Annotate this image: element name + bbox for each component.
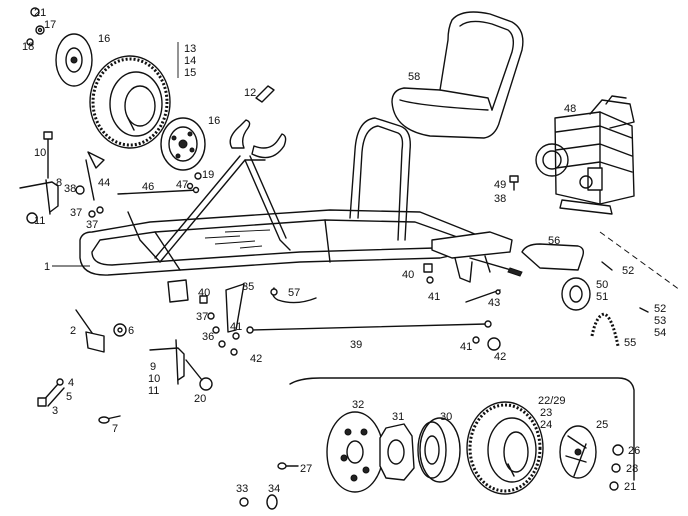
callout-50: 50 — [596, 279, 608, 291]
callout-49: 49 — [494, 179, 506, 191]
callout-35: 35 — [242, 281, 254, 293]
callout-43: 43 — [488, 297, 500, 309]
callout-13: 13 — [184, 43, 196, 55]
callout-18: 18 — [22, 41, 34, 53]
callout-36: 36 — [202, 331, 214, 343]
callout-38b: 38 — [494, 193, 506, 205]
callout-4: 4 — [68, 377, 74, 389]
callout-48: 48 — [564, 103, 576, 115]
callout-21a: 21 — [34, 7, 46, 19]
callout-54: 54 — [654, 327, 666, 339]
callout-28: 28 — [626, 463, 638, 475]
callout-52b: 52 — [654, 303, 666, 315]
callout-57: 57 — [288, 287, 300, 299]
callout-30: 30 — [440, 411, 452, 423]
callout-47: 47 — [176, 179, 188, 191]
callout-42b: 42 — [494, 351, 506, 363]
callout-46: 46 — [142, 181, 154, 193]
callout-52a: 52 — [622, 265, 634, 277]
callout-2: 2 — [70, 325, 76, 337]
callout-56: 56 — [548, 235, 560, 247]
callout-12: 12 — [244, 87, 256, 99]
callout-37a: 37 — [70, 207, 82, 219]
callout-26: 26 — [628, 445, 640, 457]
callout-37c: 37 — [196, 311, 208, 323]
callout-33: 33 — [236, 483, 248, 495]
callout-39: 39 — [350, 339, 362, 351]
callout-6: 6 — [128, 325, 134, 337]
callout-58: 58 — [408, 71, 420, 83]
callout-20: 20 — [194, 393, 206, 405]
center-small-parts — [199, 175, 519, 356]
callout-22-29: 22/29 — [538, 395, 566, 407]
kart-frame — [52, 117, 523, 303]
callout-10b: 10 — [148, 373, 160, 385]
callout-41b: 41 — [428, 291, 440, 303]
callout-31: 31 — [392, 411, 404, 423]
callout-38a: 38 — [64, 183, 76, 195]
right-parts — [521, 243, 649, 347]
callout-23: 23 — [540, 407, 552, 419]
callout-51: 51 — [596, 291, 608, 303]
callout-5: 5 — [66, 391, 72, 403]
callout-41c: 41 — [460, 341, 472, 353]
callout-16a: 16 — [98, 33, 110, 45]
callout-17: 17 — [44, 19, 56, 31]
callout-7: 7 — [112, 423, 118, 435]
callout-15: 15 — [184, 67, 196, 79]
callout-27: 27 — [300, 463, 312, 475]
callout-44: 44 — [98, 177, 110, 189]
callout-labels: 1 2 3 4 5 6 7 8 9 10 10 11 11 12 13 14 1… — [22, 7, 666, 495]
callout-19: 19 — [202, 169, 214, 181]
callout-40a: 40 — [198, 287, 210, 299]
callout-25: 25 — [596, 419, 608, 431]
callout-16b: 16 — [208, 115, 220, 127]
callout-55: 55 — [624, 337, 636, 349]
callout-24: 24 — [540, 419, 552, 431]
callout-8: 8 — [56, 177, 62, 189]
seat — [391, 11, 524, 139]
callout-1: 1 — [44, 261, 50, 273]
callout-9: 9 — [150, 361, 156, 373]
callout-32: 32 — [352, 399, 364, 411]
callout-10a: 10 — [34, 147, 46, 159]
callout-3: 3 — [52, 405, 58, 417]
front-wheel-assembly — [26, 7, 206, 171]
callout-34: 34 — [268, 483, 280, 495]
callout-11a: 11 — [34, 215, 45, 227]
callout-40b: 40 — [402, 269, 414, 281]
callout-53: 53 — [654, 315, 666, 327]
left-small-parts — [19, 85, 275, 424]
engine — [535, 95, 681, 291]
callout-11b: 11 — [148, 385, 159, 397]
callout-37b: 37 — [86, 219, 98, 231]
callout-42a: 42 — [250, 353, 262, 365]
rear-wheel-assembly — [239, 377, 635, 510]
callout-41a: 41 — [230, 321, 242, 333]
callout-14: 14 — [184, 55, 196, 67]
callout-21b: 21 — [624, 481, 636, 493]
